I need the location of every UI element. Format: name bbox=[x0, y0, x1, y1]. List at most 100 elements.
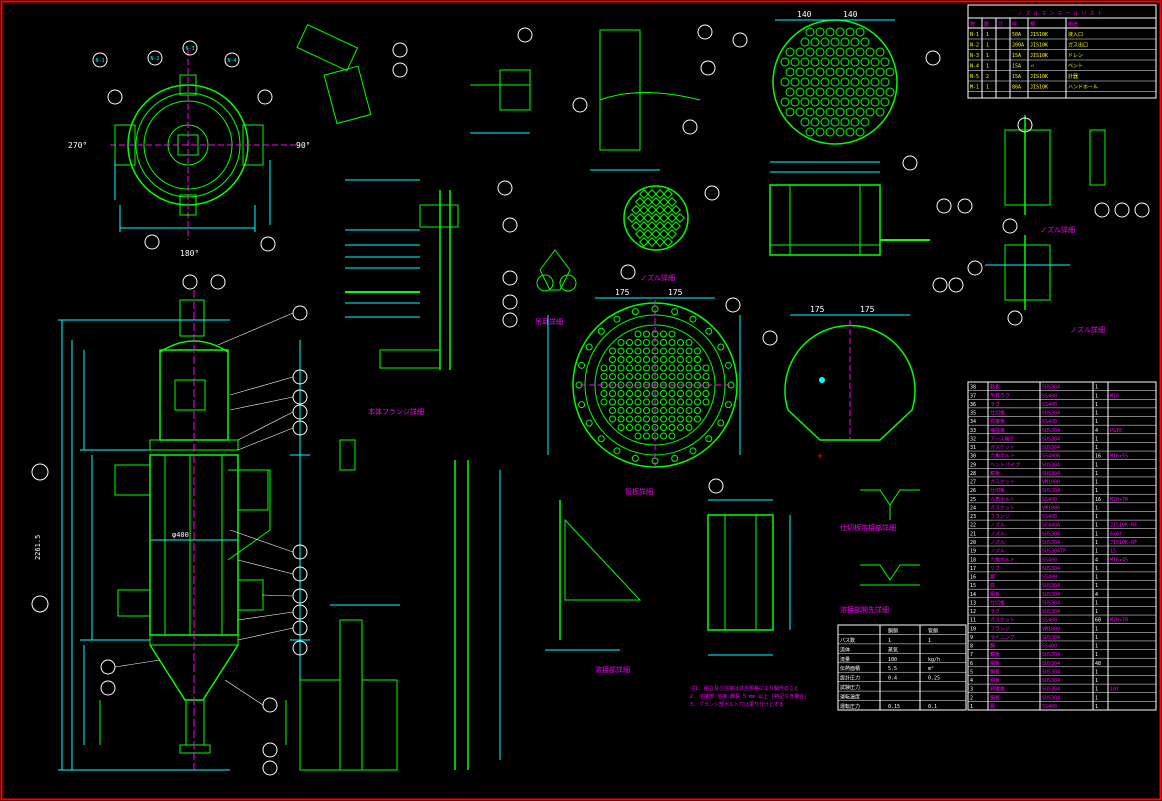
parts-cell: 胴板 bbox=[990, 694, 1000, 701]
nozzle-caption-c: ノズル詳細 bbox=[1070, 325, 1105, 334]
tubesheet-caption: 管板詳細 bbox=[625, 487, 653, 496]
nozzle-cell: 15A bbox=[1012, 74, 1021, 80]
perforated-baffle bbox=[623, 19, 898, 251]
parts-cell: 邪魔板 bbox=[990, 418, 1005, 425]
parts-cell: 3 bbox=[970, 687, 973, 693]
parts-cell: ガスケット bbox=[990, 444, 1015, 451]
parts-cell: 2 bbox=[970, 695, 973, 701]
parts-cell: 21 bbox=[970, 531, 976, 537]
parts-cell: 4 bbox=[1095, 557, 1098, 563]
parts-cell: ラグ bbox=[990, 608, 1000, 615]
parts-cell: M16x45 bbox=[1110, 557, 1128, 563]
parts-cell: SUS304 bbox=[1042, 583, 1060, 589]
parts-cell: SUS304 bbox=[1042, 669, 1060, 675]
design-cell: 運転圧力 bbox=[840, 703, 860, 710]
rib-detail bbox=[545, 500, 642, 651]
design-cell: 100 bbox=[888, 657, 897, 663]
parts-cell: 六角ボルト bbox=[990, 453, 1015, 460]
nozzle-cell: 計器 bbox=[1068, 73, 1078, 80]
parts-cell: 六角ボルト bbox=[990, 496, 1015, 503]
parts-cell: SUS304 bbox=[1042, 488, 1060, 494]
elevation-balloons bbox=[31, 274, 308, 776]
nozzle-cell: 1 bbox=[986, 85, 989, 91]
design-cell: 流体 bbox=[840, 646, 850, 653]
parts-cell: 48 bbox=[1095, 661, 1101, 667]
baffle-caption-a: 仕切板溶接部詳細 bbox=[840, 523, 896, 532]
parts-cell: SUS304 bbox=[1042, 436, 1060, 442]
parts-cell: SUS304 bbox=[1042, 566, 1060, 572]
parts-cell: 9 bbox=[970, 635, 973, 641]
parts-cell: 12 bbox=[970, 609, 976, 615]
baffle-width-left: 140 bbox=[797, 10, 812, 19]
design-cell: パス数 bbox=[840, 637, 855, 644]
parts-cell: 1 bbox=[1095, 531, 1098, 537]
parts-cell: 27 bbox=[970, 480, 976, 486]
parts-cell: 15 bbox=[970, 583, 976, 589]
parts-cell: 24 bbox=[970, 505, 976, 511]
design-cell: 流量 bbox=[840, 656, 850, 663]
shell-section bbox=[769, 161, 930, 256]
parts-cell: 23 bbox=[970, 514, 976, 520]
parts-cell: 16 bbox=[970, 575, 976, 581]
parts-cell: 胴 bbox=[990, 644, 995, 650]
parts-cell: 1 bbox=[1095, 678, 1098, 684]
parts-cell: SS400 bbox=[1042, 557, 1057, 563]
nozzle-caption-a: ノズル詳細 bbox=[640, 273, 675, 282]
note-3: 3. フランジ部ボルト穴は振り分けとする bbox=[690, 701, 784, 708]
nozzle-header-4: 規 bbox=[1030, 21, 1035, 28]
parts-cell: SUS304 bbox=[1042, 385, 1060, 391]
design-cell: kg/h bbox=[928, 657, 940, 663]
parts-cell: 38 bbox=[970, 385, 976, 391]
parts-cell: M20x70 bbox=[1110, 618, 1128, 624]
parts-cell: SUS304 bbox=[1042, 462, 1060, 468]
nozzle-cell: 15A bbox=[1012, 53, 1021, 59]
parts-cell: 1 bbox=[1095, 626, 1098, 632]
parts-cell: 1 bbox=[1095, 445, 1098, 451]
parts-cell: 底 bbox=[990, 582, 995, 589]
flange-balloons bbox=[497, 180, 518, 328]
design-header-1: 胴側 bbox=[888, 627, 898, 634]
main-elevation bbox=[99, 290, 287, 770]
parts-cell: SUS304TP bbox=[1042, 549, 1066, 555]
tube-sheet bbox=[547, 297, 741, 470]
nozzle-cell: 液入口 bbox=[1068, 31, 1083, 38]
nozzle-cell: JIS10K bbox=[1030, 32, 1048, 38]
parts-cell: 28 bbox=[970, 471, 976, 477]
lifting-lug-detail bbox=[536, 249, 577, 292]
shell-balloons bbox=[902, 155, 973, 293]
parts-cell: SUS304 bbox=[1042, 531, 1060, 537]
parts-cell: 1 bbox=[1095, 652, 1098, 658]
parts-cell: 6x6t bbox=[1110, 531, 1122, 537]
parts-cell: SUS304 bbox=[1042, 652, 1060, 658]
design-cell: 運転温度 bbox=[840, 694, 860, 701]
nozzle-cell: 80A bbox=[1012, 85, 1021, 91]
leg-balloon bbox=[708, 478, 724, 494]
design-cell: 0.25 bbox=[928, 676, 940, 682]
parts-cell: 1 bbox=[1095, 514, 1098, 520]
leg-detail bbox=[707, 499, 791, 656]
parts-cell: 1 bbox=[1095, 523, 1098, 529]
parts-cell: SUS304 bbox=[1042, 695, 1060, 701]
note-1: 注1. 組立及び溶接は該当規格により製作のこと bbox=[690, 685, 799, 692]
nozzle-cell: JIS10K bbox=[1030, 74, 1048, 80]
tubesheet-balloon bbox=[725, 297, 741, 313]
nozzle-cell: N-2 bbox=[970, 43, 979, 49]
flange-detail-caption: 本体フランジ詳細 bbox=[368, 407, 424, 416]
parts-cell: 胴板 bbox=[990, 591, 1000, 598]
nozzle-right-balloons bbox=[967, 117, 1150, 326]
balloon-tag-n4: N-4 bbox=[227, 58, 236, 64]
parts-cell: 1 bbox=[1095, 566, 1098, 572]
parts-cell: 胴板 bbox=[990, 668, 1000, 675]
parts-cell: 仕切板 bbox=[990, 487, 1005, 494]
support-frame-detail bbox=[299, 604, 400, 771]
nozzle-cell: ドレン bbox=[1068, 53, 1083, 59]
design-cell: 5.5 bbox=[888, 666, 897, 672]
parts-cell: M16 bbox=[1110, 393, 1119, 399]
design-cell: 1 bbox=[928, 638, 931, 644]
parts-cell: 1 bbox=[1095, 393, 1098, 399]
nozzle-cell: ベント bbox=[1068, 64, 1083, 70]
parts-cell: SS400 bbox=[1042, 419, 1057, 425]
parts-cell: SS400 bbox=[1042, 575, 1057, 581]
